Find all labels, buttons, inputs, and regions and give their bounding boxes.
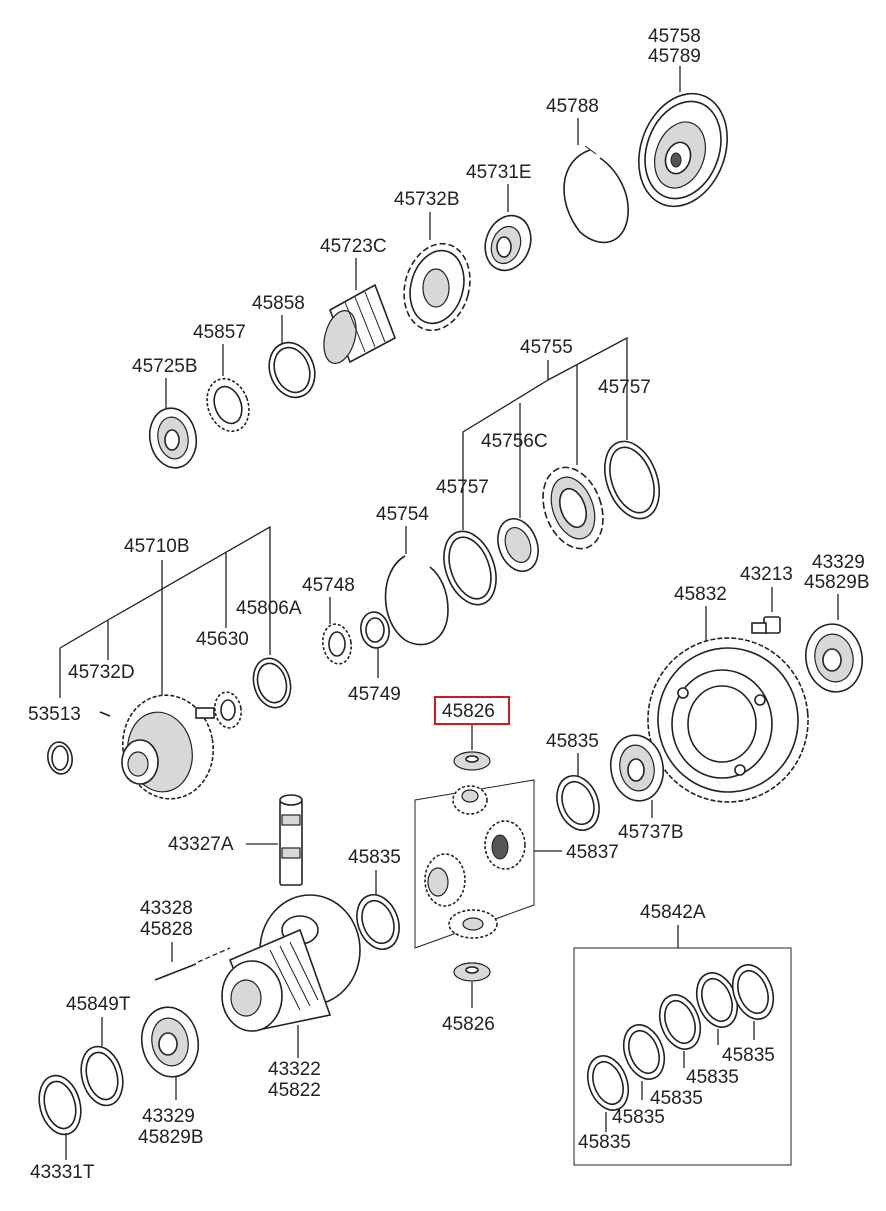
ring-53513-part[interactable]	[45, 740, 74, 776]
label-45835-f: 45835	[612, 1107, 665, 1128]
label-43329-top: 43329	[812, 552, 865, 573]
shim-5-part[interactable]	[726, 959, 781, 1025]
label-45835-c: 45835	[722, 1045, 775, 1066]
label-43322: 43322	[268, 1059, 321, 1080]
label-43331T: 43331T	[30, 1162, 95, 1183]
shim-1-part[interactable]	[581, 1050, 636, 1116]
needle-bearing-45630-part[interactable]	[212, 690, 244, 730]
label-45826-top[interactable]: 45826	[442, 701, 495, 722]
sprocket-gear-part[interactable]	[395, 236, 480, 338]
helical-gear-part[interactable]	[319, 283, 396, 367]
label-45829B-bottom: 45829B	[138, 1127, 204, 1148]
label-45710B: 45710B	[124, 536, 190, 557]
label-45732D: 45732D	[68, 662, 135, 683]
label-45835-a: 45835	[546, 731, 599, 752]
ring-45806A-part[interactable]	[248, 654, 296, 712]
label-45737B: 45737B	[618, 822, 684, 843]
bearing-45725B-part[interactable]	[145, 404, 201, 471]
label-45857: 45857	[193, 322, 246, 343]
washer-45749-part[interactable]	[358, 610, 392, 650]
label-45757-top: 45757	[598, 377, 651, 398]
label-45806A: 45806A	[236, 598, 302, 619]
washer-45835a-part[interactable]	[550, 770, 607, 836]
label-45835-e: 45835	[650, 1088, 703, 1109]
shim-kit-box	[573, 947, 792, 1166]
label-45835-b: 45835	[348, 847, 401, 868]
label-45849T: 45849T	[66, 994, 131, 1015]
differential-case-part[interactable]	[221, 894, 361, 1032]
label-45837: 45837	[566, 842, 619, 863]
highlight-box	[434, 696, 510, 725]
label-45749: 45749	[348, 684, 401, 705]
shim-2-part[interactable]	[617, 1019, 672, 1085]
thrust-washer-45826-bottom-part[interactable]	[453, 962, 491, 982]
label-45758: 45758	[648, 26, 701, 47]
label-45732B: 45732B	[394, 189, 460, 210]
label-45829B-top: 45829B	[804, 572, 870, 593]
clutch-hub-part[interactable]	[532, 459, 613, 557]
pin-45732D-part[interactable]	[99, 711, 111, 717]
differential-gear-set-part[interactable]	[414, 779, 535, 949]
label-45757-mid: 45757	[436, 477, 489, 498]
label-45835-g: 45835	[578, 1132, 631, 1153]
planetary-carrier-part[interactable]	[115, 688, 222, 806]
label-43213: 43213	[740, 564, 793, 585]
label-45731E: 45731E	[466, 162, 532, 183]
label-45826-bottom: 45826	[442, 1014, 495, 1035]
bearing-45737B-part[interactable]	[606, 731, 669, 805]
label-45748: 45748	[302, 575, 355, 596]
washer-45858-part[interactable]	[262, 336, 322, 404]
thrust-washer-45826-top-part[interactable]	[453, 751, 491, 771]
label-45630: 45630	[196, 629, 249, 650]
label-45756C: 45756C	[481, 431, 548, 452]
shim-3-part[interactable]	[653, 989, 708, 1055]
label-45788: 45788	[546, 96, 599, 117]
label-43328: 43328	[140, 898, 193, 919]
label-45832: 45832	[674, 584, 727, 605]
snap-ring-part[interactable]	[563, 145, 629, 244]
label-45723C: 45723C	[320, 236, 387, 257]
lock-pin-part[interactable]	[154, 947, 231, 981]
washer-43331T-part[interactable]	[33, 1071, 87, 1139]
label-43329-bottom: 43329	[142, 1106, 195, 1127]
washer-45849T-part[interactable]	[75, 1042, 129, 1110]
label-45842A: 45842A	[640, 902, 706, 923]
snap-ring-45754-part[interactable]	[384, 555, 449, 646]
label-45828: 45828	[140, 919, 193, 940]
clutch-plate-45757b-part[interactable]	[434, 524, 505, 612]
pinion-shaft-part[interactable]	[279, 794, 303, 886]
label-45822: 45822	[268, 1080, 321, 1101]
shim-4-part[interactable]	[690, 967, 745, 1033]
label-53513: 53513	[28, 704, 81, 725]
label-45754: 45754	[376, 504, 429, 525]
label-45858: 45858	[252, 293, 305, 314]
label-43327A: 43327A	[168, 834, 234, 855]
label-45835-d: 45835	[686, 1067, 739, 1088]
clutch-plate-45757-part[interactable]	[595, 434, 669, 526]
label-45725B: 45725B	[132, 356, 198, 377]
label-45789: 45789	[648, 46, 701, 67]
washer-45835b-part[interactable]	[350, 889, 407, 955]
needle-bearing-45748-part[interactable]	[320, 622, 355, 666]
label-45755: 45755	[520, 337, 573, 358]
bearing-45731E-part[interactable]	[478, 209, 538, 277]
bearing-43329-top-part[interactable]	[801, 620, 868, 697]
bolt-43213-part[interactable]	[751, 616, 781, 634]
bearing-43329-bottom-part[interactable]	[136, 1003, 203, 1082]
final-drive-gear-part[interactable]	[641, 631, 815, 808]
ring-part[interactable]	[491, 513, 545, 577]
needle-bearing-45857-part[interactable]	[200, 373, 256, 437]
ring-gear-drum-part[interactable]	[624, 81, 743, 219]
